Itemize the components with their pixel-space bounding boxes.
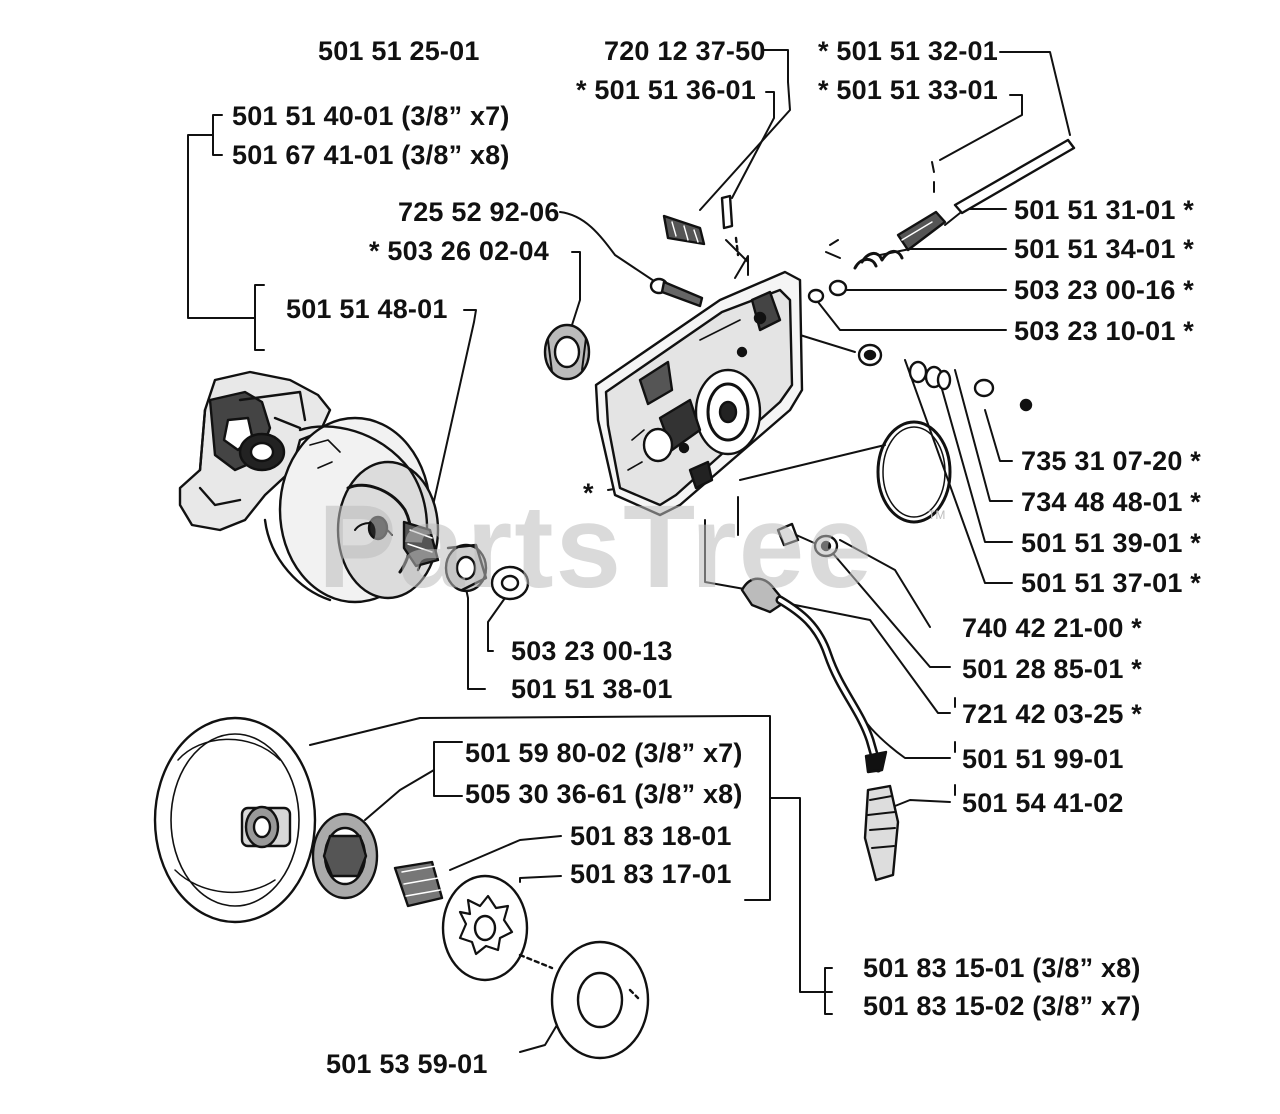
- part-label[interactable]: 501 67 41-01 (3/8” x8): [232, 140, 510, 170]
- part-label[interactable]: * 501 51 36-01: [576, 75, 756, 105]
- part-label[interactable]: 501 51 37-01 *: [1021, 568, 1201, 598]
- adjuster-assembly: [807, 138, 1076, 304]
- part-label[interactable]: 503 23 00-13: [511, 636, 673, 666]
- oil-hose-and-filter: [740, 522, 900, 882]
- part-label[interactable]: 501 83 15-02 (3/8” x7): [863, 991, 1141, 1021]
- part-label[interactable]: 740 42 21-00 *: [962, 613, 1142, 643]
- part-label[interactable]: 501 53 59-01: [326, 1049, 488, 1079]
- part-label[interactable]: 501 59 80-02 (3/8” x7): [465, 738, 743, 768]
- screw: [649, 277, 704, 308]
- part-label: *: [583, 478, 594, 508]
- part-label[interactable]: 505 30 36-61 (3/8” x8): [465, 779, 743, 809]
- part-label[interactable]: 725 52 92-06: [398, 197, 560, 227]
- part-label[interactable]: 501 54 41-02: [962, 788, 1124, 818]
- oil-pump-housing: [594, 270, 804, 517]
- part-label[interactable]: * 501 51 32-01: [818, 36, 998, 66]
- part-label[interactable]: 721 42 03-25 *: [962, 699, 1142, 729]
- part-label[interactable]: 501 83 18-01: [570, 821, 732, 851]
- clutch-assembly: [178, 370, 530, 604]
- part-label[interactable]: 501 83 15-01 (3/8” x8): [863, 953, 1141, 983]
- part-label[interactable]: * 503 26 02-04: [369, 236, 549, 266]
- watermark: PartsTree: [318, 481, 874, 613]
- part-label[interactable]: * 501 51 33-01: [818, 75, 998, 105]
- sprocket-assembly: [153, 716, 650, 1060]
- part-label[interactable]: 501 51 48-01: [286, 294, 448, 324]
- part-label[interactable]: 501 51 40-01 (3/8” x7): [232, 101, 510, 131]
- part-label[interactable]: 501 51 31-01 *: [1014, 195, 1194, 225]
- part-label[interactable]: 503 23 00-16 *: [1014, 275, 1194, 305]
- watermark-trademark: TM: [928, 508, 946, 522]
- part-label[interactable]: 501 28 85-01 *: [962, 654, 1142, 684]
- part-label[interactable]: 501 51 34-01 *: [1014, 234, 1194, 264]
- part-label[interactable]: 503 23 10-01 *: [1014, 316, 1194, 346]
- pin-and-screw: [662, 194, 740, 257]
- part-label[interactable]: 735 31 07-20 *: [1021, 446, 1201, 476]
- part-label[interactable]: 501 83 17-01: [570, 859, 732, 889]
- seal-ring: [543, 323, 591, 381]
- part-label[interactable]: 720 12 37-50: [604, 36, 766, 66]
- part-label[interactable]: 501 51 39-01 *: [1021, 528, 1201, 558]
- pump-small-parts: [857, 343, 1033, 524]
- part-label[interactable]: 501 51 38-01: [511, 674, 673, 704]
- part-label[interactable]: 501 51 25-01: [318, 36, 480, 66]
- part-label[interactable]: 501 51 99-01: [962, 744, 1124, 774]
- part-label[interactable]: 734 48 48-01 *: [1021, 487, 1201, 517]
